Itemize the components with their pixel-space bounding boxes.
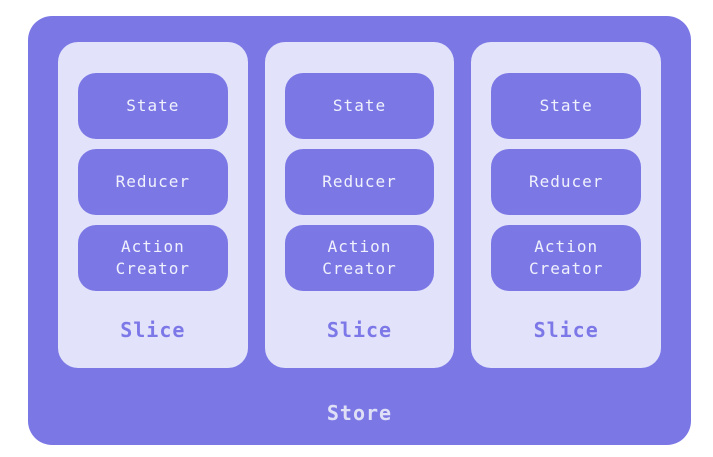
slices-row: State Reducer Action Creator Slice State… (58, 42, 662, 368)
state-box: State (78, 73, 228, 139)
slice-3: State Reducer Action Creator Slice (471, 42, 662, 368)
slice-label: Slice (120, 317, 186, 342)
state-box: State (284, 73, 435, 139)
slice-3-label-area: Slice (491, 291, 641, 368)
store-label: Store (326, 400, 393, 425)
slice-2-label-area: Slice (285, 291, 435, 368)
action-creator-box: Action Creator (284, 225, 435, 291)
slice-1-label-area: Slice (78, 291, 228, 368)
slice-2: State Reducer Action Creator Slice (264, 42, 455, 368)
reducer-box: Reducer (78, 149, 228, 215)
slice-1: State Reducer Action Creator Slice (58, 42, 248, 368)
slice-label: Slice (326, 317, 393, 342)
slice-3-boxes: State Reducer Action Creator (491, 73, 642, 291)
action-creator-box: Action Creator (491, 225, 642, 291)
action-creator-box: Action Creator (78, 225, 228, 291)
reducer-box: Reducer (284, 149, 435, 215)
slice-label: Slice (533, 317, 599, 342)
reducer-box: Reducer (491, 149, 642, 215)
slice-1-boxes: State Reducer Action Creator (78, 73, 228, 291)
store-label-area: Store (58, 368, 661, 445)
state-box: State (491, 73, 642, 139)
store-container: State Reducer Action Creator Slice State… (28, 16, 691, 445)
slice-2-boxes: State Reducer Action Creator (284, 73, 435, 291)
